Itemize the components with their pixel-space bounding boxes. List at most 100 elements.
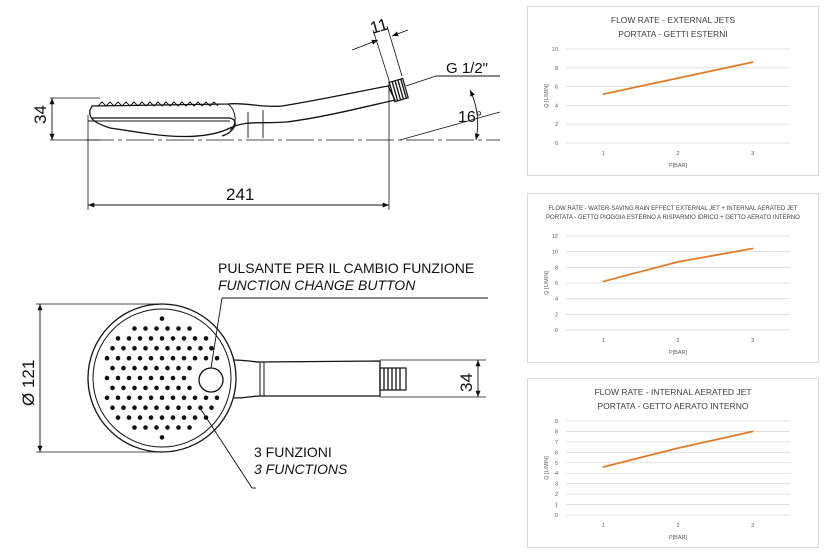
shower-head-face (92, 308, 232, 448)
spray-hole (203, 355, 209, 361)
spray-hole (143, 326, 148, 331)
spray-hole (132, 405, 137, 411)
y-tick-label: 2 (555, 492, 558, 498)
spray-hole (181, 415, 187, 420)
chart-rain-plus-aerated: FLOW RATE - WATER-SAVING RAIN EFFECT EXT… (527, 193, 819, 363)
function-change-button (198, 367, 224, 393)
spray-hole (198, 346, 203, 351)
dim-angle-label: 16° (458, 109, 482, 126)
x-axis-label: P[BAR] (669, 163, 688, 169)
y-axis-label: Q [L/MIN] (544, 271, 550, 295)
spray-hole (165, 425, 170, 430)
y-tick-label: 4 (555, 103, 558, 109)
spray-hole (154, 365, 159, 371)
y-tick-label: 6 (555, 281, 558, 287)
spray-hole (187, 346, 192, 351)
spray-hole (181, 336, 187, 341)
y-tick-label: 4 (555, 471, 558, 477)
spray-hole (176, 326, 181, 331)
technical-drawing: 34 241 11 G 1/2" 16° PULSANTE PER (19, 15, 501, 489)
spray-hole (137, 375, 143, 381)
spray-hole (165, 385, 170, 391)
y-tick-label: 0 (555, 328, 558, 334)
spray-hole (143, 346, 148, 351)
spray-hole (159, 415, 165, 420)
spray-hole (192, 395, 198, 401)
spray-hole (176, 346, 181, 351)
y-tick-label: 2 (555, 312, 558, 318)
data-point (751, 247, 754, 250)
head-nozzle-row (97, 101, 219, 107)
handle (233, 359, 381, 399)
y-tick-label: 2 (555, 122, 558, 128)
spray-hole (143, 425, 148, 430)
y-tick-label: 0 (555, 141, 558, 147)
spray-hole (159, 316, 165, 321)
spray-hole (148, 395, 154, 401)
spray-hole (143, 365, 148, 371)
y-tick-label: 8 (555, 66, 558, 72)
spray-hole (165, 405, 170, 411)
spray-hole (126, 336, 132, 341)
spray-hole (137, 355, 143, 361)
spray-hole (104, 375, 110, 381)
chart-title: FLOW RATE - EXTERNAL JETS (611, 15, 736, 25)
spray-hole (148, 336, 154, 341)
spray-hole (170, 375, 176, 381)
spray-hole (126, 415, 132, 420)
y-axis-label: Q [L/MIN] (544, 456, 550, 480)
spray-hole (181, 375, 187, 381)
head-face-line (92, 117, 236, 137)
spray-hole (209, 346, 214, 351)
thread-connector (388, 77, 409, 103)
spray-hole (203, 395, 209, 401)
spray-hole (126, 395, 132, 401)
spray-hole (110, 346, 115, 351)
spray-hole (159, 336, 165, 341)
dim-handle-label: 34 (457, 373, 476, 392)
spray-hole (126, 375, 132, 381)
functions-label-en: 3 FUNCTIONS (254, 461, 348, 477)
spray-hole (132, 385, 137, 391)
y-tick-label: 8 (555, 429, 558, 435)
y-tick-label: 6 (555, 450, 558, 456)
front-view (36, 297, 488, 489)
y-tick-label: 10 (552, 47, 558, 53)
data-point (677, 77, 679, 79)
spray-hole (154, 326, 159, 331)
x-tick-label: 2 (676, 338, 679, 344)
handle-thread (379, 367, 407, 391)
spray-hole (214, 355, 220, 361)
x-tick-label: 1 (602, 338, 605, 344)
y-tick-label: 4 (555, 297, 558, 303)
y-tick-label: 9 (555, 419, 558, 425)
x-tick-label: 3 (751, 338, 754, 344)
spray-hole (110, 365, 115, 371)
spray-hole (121, 365, 126, 371)
spray-hole (192, 415, 198, 420)
spray-hole (132, 326, 137, 331)
spray-hole (187, 425, 192, 430)
spray-hole (187, 365, 192, 371)
spray-hole (198, 405, 203, 411)
series-line (603, 430, 753, 468)
x-tick-label: 2 (676, 151, 679, 157)
x-tick-label: 1 (602, 151, 605, 157)
y-tick-label: 12 (552, 234, 558, 240)
spray-hole (121, 385, 126, 391)
dim-thread-label: G 1/2" (446, 60, 488, 77)
spray-hole (115, 355, 121, 361)
spray-hole (154, 346, 159, 351)
spray-hole (170, 336, 176, 341)
spray-hole (132, 346, 137, 351)
spray-hole (132, 425, 137, 430)
data-point (677, 447, 679, 449)
spray-hole (115, 415, 121, 420)
chart-title: FLOW RATE - INTERNAL AERATED JET (594, 387, 751, 397)
spray-hole (126, 355, 132, 361)
spray-hole (187, 405, 192, 411)
spray-hole (159, 395, 165, 401)
x-axis-label: P[BAR] (669, 535, 688, 541)
